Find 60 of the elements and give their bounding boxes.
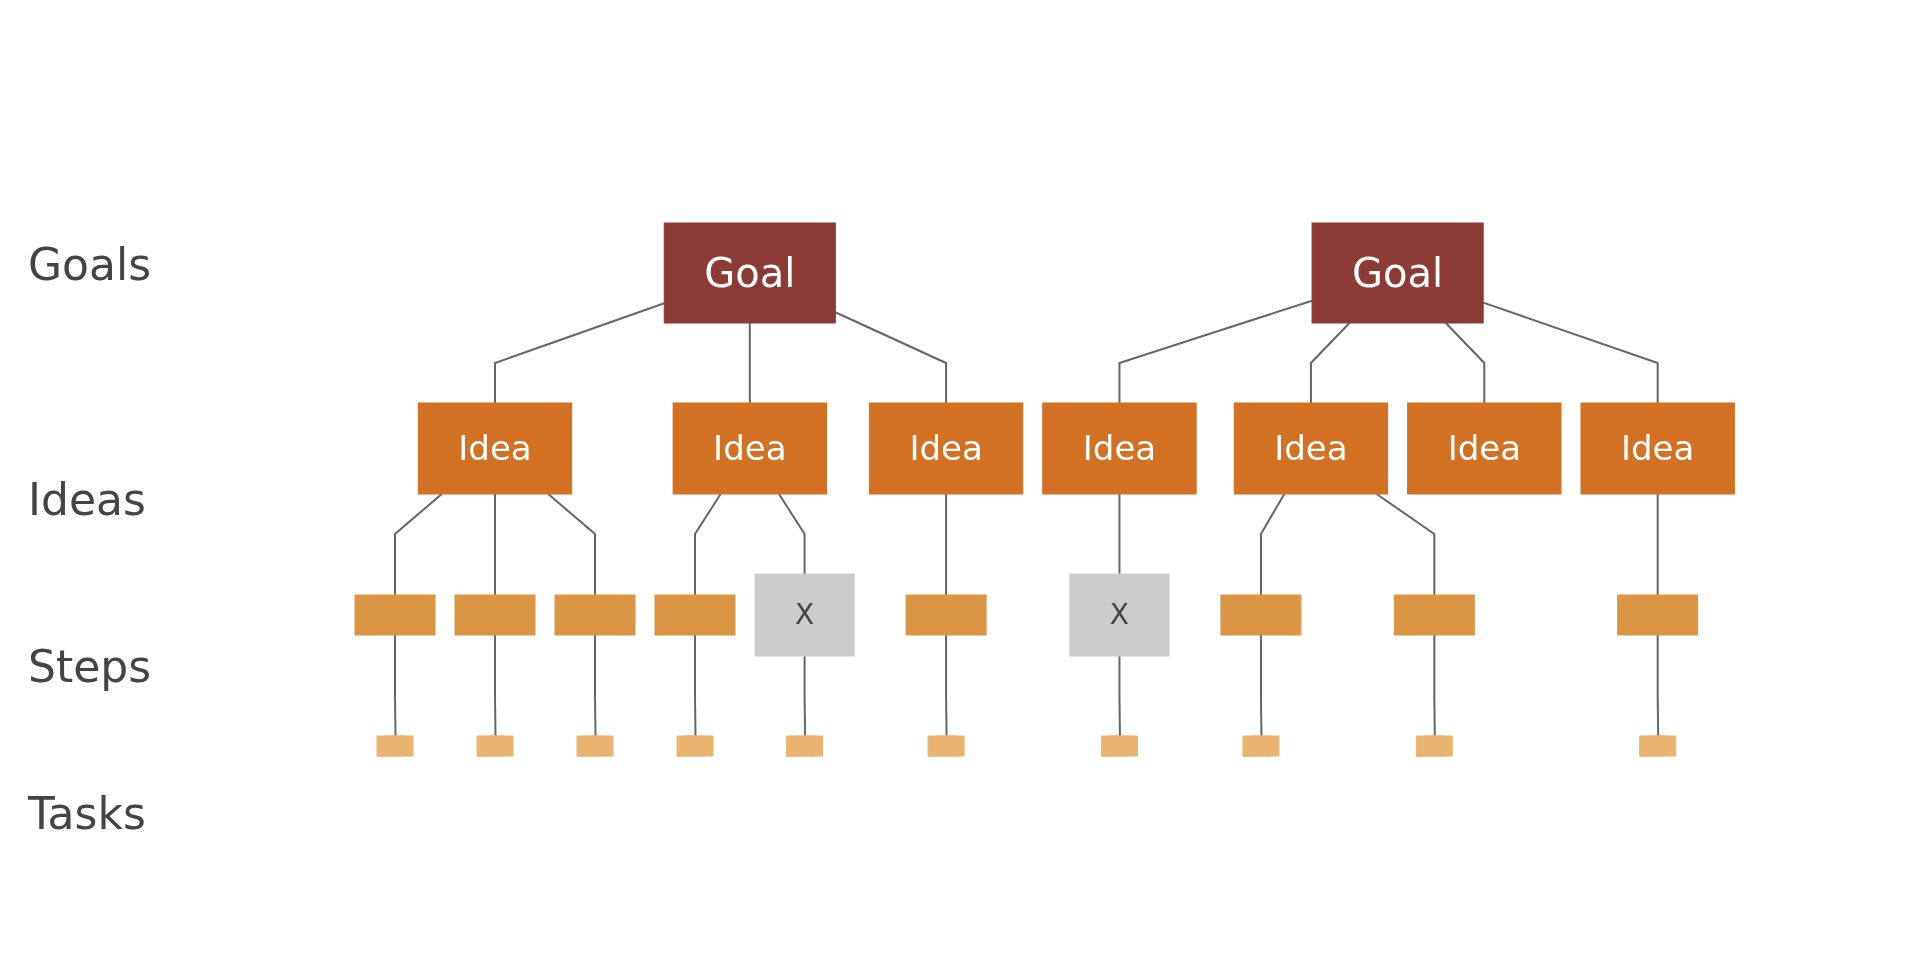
node-box: Goal [664,222,837,324]
connector [547,493,597,596]
node-bar [676,735,714,757]
node-bar [476,735,514,757]
node-bar [1242,735,1280,757]
node-box [354,594,436,636]
connector [1433,634,1437,738]
node-box [454,594,536,636]
node-bar [1416,735,1454,757]
node-bar [927,735,965,757]
connector [694,493,722,596]
connector [1445,322,1486,404]
connector [1310,322,1351,404]
connector [494,493,497,596]
connector [694,634,697,738]
connector [1118,655,1122,738]
connector [494,302,666,404]
connector [1260,634,1263,738]
connector [945,634,948,738]
connector [1482,301,1659,404]
node-box [1394,594,1476,636]
connector [1657,493,1659,596]
connector [1118,299,1314,404]
node-box [905,594,987,636]
node-box: Idea [1234,402,1389,495]
node-box [654,594,736,636]
connector [1657,634,1660,738]
node-bar [376,735,414,757]
row-label: Ideas [28,474,146,526]
connector [394,493,444,596]
node-box: Idea [672,402,828,495]
connector [494,634,497,738]
row-label: Tasks [28,787,146,839]
node-box: Goal [1311,222,1484,324]
node-box [1220,594,1302,636]
node-box: X [754,573,855,657]
connector [394,634,397,738]
node-box: Idea [1407,402,1562,495]
connector [945,493,948,596]
row-label: Steps [28,640,152,692]
node-box: Idea [869,402,1024,495]
node-box: X [1069,573,1170,657]
node-bar [786,735,824,757]
connector [749,322,752,404]
connector [834,311,948,404]
connector [778,493,806,575]
node-box [1617,594,1699,636]
node-bar [576,735,614,757]
node-box [554,594,636,636]
node-bar [1639,735,1677,757]
connector [1375,493,1436,596]
node-box: Idea [1042,402,1197,495]
row-label: Goals [28,239,152,291]
connector [1260,493,1286,596]
connector [803,655,807,738]
connector [1118,493,1121,575]
node-bar [1101,735,1139,757]
node-box: Idea [418,402,573,495]
connector [594,634,597,738]
node-box: Idea [1580,402,1736,495]
